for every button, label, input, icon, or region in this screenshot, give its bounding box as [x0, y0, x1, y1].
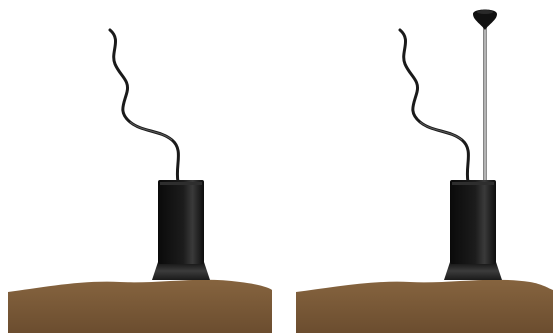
- ground-soil: [8, 280, 272, 333]
- panel-right-sensor-with-probe: [290, 0, 553, 333]
- cable-icon: [110, 30, 178, 182]
- cable-icon: [400, 30, 468, 182]
- sensor-base: [152, 262, 210, 280]
- panel-left-sensor: [0, 0, 280, 333]
- sensor-base: [444, 262, 502, 280]
- probe-rod: [483, 22, 487, 182]
- sensor-body: [450, 180, 496, 264]
- sensor-body: [158, 180, 204, 264]
- ground-soil: [296, 280, 553, 333]
